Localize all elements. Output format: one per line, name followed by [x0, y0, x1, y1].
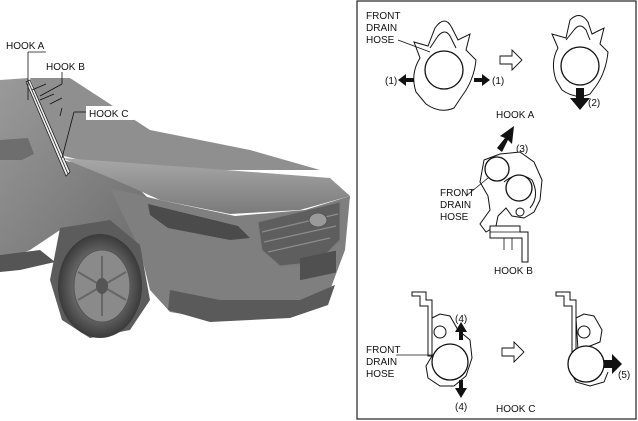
hook-a-hose-label-1: FRONT — [366, 11, 400, 22]
hook-b-arrow-up-label: (3) — [516, 144, 528, 155]
car-body-side — [0, 78, 150, 262]
hook-c-hose-circle-before — [431, 343, 469, 381]
hook-a-transition-arrow — [499, 48, 523, 72]
car-hood — [62, 158, 350, 214]
car-callouts — [27, 51, 86, 159]
hook-c-arrow-right-label: (5) — [618, 370, 630, 381]
hook-a-arrow-down-label: (2) — [588, 98, 600, 109]
hook-b-section: (3) FRONT DRAIN HOSE HOOK B — [440, 126, 543, 277]
hook-c-arrow-down-label: (4) — [455, 402, 467, 413]
car-license-plate — [300, 250, 336, 281]
car-label-hook-b: HOOK B — [46, 62, 85, 73]
hook-c-hose-label-1: FRONT — [366, 345, 400, 356]
hook-a-caption: HOOK A — [496, 110, 535, 121]
hook-a-arrow-left-label: (1) — [385, 76, 397, 87]
hook-a-hose-circle-before — [424, 50, 464, 90]
hook-a-arrow-down — [570, 88, 590, 110]
hook-b-hose-label-2: DRAIN — [440, 200, 471, 211]
hook-c-arrow-up — [455, 322, 467, 340]
hook-c-arrow-right — [604, 354, 622, 374]
hook-b-arrow-up — [497, 126, 514, 152]
hook-c-bracket-before — [411, 291, 433, 357]
hook-a-hose-label-3: HOSE — [366, 35, 395, 46]
hook-c-transition-arrow — [501, 340, 525, 364]
car-windshield — [30, 78, 320, 170]
hook-b-hose-circle-upper — [484, 156, 510, 182]
hook-a-arrow-left — [398, 74, 414, 86]
hook-c-hose-label-3: HOSE — [366, 369, 395, 380]
hook-b-hose-label-3: HOSE — [440, 212, 469, 223]
hook-b-caption: HOOK B — [494, 266, 533, 277]
hook-c-arrow-up-label: (4) — [455, 314, 467, 325]
car-side-mirror — [0, 138, 34, 160]
hook-a-arrow-right — [474, 74, 490, 86]
hook-c-hose-label-2: DRAIN — [366, 357, 397, 368]
hook-c-section: (4) (4) FRONT DRAIN HOSE (5) HOOK C — [366, 291, 630, 415]
hook-a-hose-circle-after — [560, 46, 600, 86]
vehicle-illustration — [0, 78, 350, 338]
hook-a-arrow-right-label: (1) — [492, 76, 504, 87]
hook-c-hose-circle-after — [567, 345, 605, 383]
hook-b-hose-circle-lower — [505, 174, 533, 202]
hook-c-caption: HOOK C — [496, 404, 535, 415]
hook-a-section: FRONT DRAIN HOSE (1) (1) (2) HOOK A — [366, 11, 609, 121]
hook-b-hose-label-1: FRONT — [440, 188, 474, 199]
car-headlight — [148, 204, 250, 240]
car-label-hook-c: HOOK C — [89, 109, 128, 120]
hook-c-arrow-down — [455, 380, 467, 398]
hook-a-hose-label-2: DRAIN — [366, 23, 397, 34]
car-label-hook-a: HOOK A — [6, 41, 45, 52]
